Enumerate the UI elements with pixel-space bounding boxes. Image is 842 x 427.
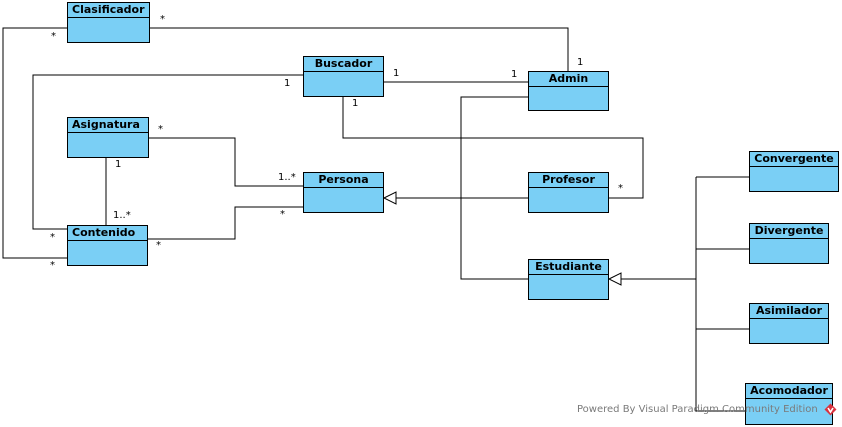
generalization-arrowhead-estudiante	[607, 272, 622, 286]
multiplicity-contenido-left-upper: *	[50, 232, 55, 243]
multiplicity-asignatura-right: *	[158, 124, 163, 135]
association-asignatura-persona	[148, 137, 303, 187]
multiplicity-buscador-right: 1	[393, 68, 400, 79]
multiplicity-admin-left: 1	[511, 69, 518, 80]
class-persona[interactable]: Persona	[303, 172, 384, 213]
class-asignatura-name: Asignatura	[68, 118, 148, 133]
multiplicity-contenido-left-lower: *	[50, 260, 55, 271]
class-admin[interactable]: Admin	[528, 71, 609, 111]
class-asimilador-name: Asimilador	[750, 304, 828, 319]
multiplicity-admin-top: 1	[577, 57, 584, 68]
visual-paradigm-watermark: Powered By Visual Paradigm Community Edi…	[577, 404, 818, 415]
class-persona-name: Persona	[304, 173, 383, 188]
multiplicity-buscador-bottom: 1	[352, 98, 359, 109]
multiplicity-persona-top: 1..*	[278, 172, 296, 183]
association-contenido-persona	[147, 206, 303, 240]
class-clasificador[interactable]: Clasificador	[67, 2, 150, 43]
class-divergente-name: Divergente	[750, 224, 828, 239]
class-contenido[interactable]: Contenido	[67, 225, 148, 266]
multiplicity-persona-bottom: *	[280, 209, 285, 220]
class-estudiante[interactable]: Estudiante	[528, 259, 609, 300]
association-clasificador-contenido	[2, 27, 67, 259]
class-asimilador[interactable]: Asimilador	[749, 303, 829, 344]
multiplicity-contenido-right: *	[156, 240, 161, 251]
class-admin-name: Admin	[529, 72, 608, 87]
multiplicity-clasificador-right: *	[160, 14, 165, 25]
association-clasificador-admin	[149, 27, 569, 71]
class-profesor-name: Profesor	[529, 173, 608, 188]
multiplicity-clasificador-left: *	[51, 31, 56, 42]
generalization-arrowhead-persona	[382, 191, 397, 205]
class-divergente[interactable]: Divergente	[749, 223, 829, 264]
class-profesor[interactable]: Profesor	[528, 172, 609, 213]
association-buscador-profesor	[342, 96, 644, 199]
class-acomodador[interactable]: Acomodador	[745, 383, 833, 425]
class-buscador[interactable]: Buscador	[303, 56, 384, 97]
multiplicity-buscador-left: 1	[284, 78, 291, 89]
multiplicity-profesor-right: *	[618, 183, 623, 194]
class-buscador-name: Buscador	[304, 57, 383, 72]
class-contenido-name: Contenido	[68, 226, 147, 241]
multiplicity-contenido-top: 1..*	[113, 210, 131, 221]
association-buscador-contenido	[32, 74, 303, 230]
class-clasificador-name: Clasificador	[68, 3, 149, 18]
class-asignatura[interactable]: Asignatura	[67, 117, 149, 158]
class-convergente-name: Convergente	[750, 152, 838, 167]
multiplicity-asignatura-bottom: 1	[115, 159, 122, 170]
class-convergente[interactable]: Convergente	[749, 151, 839, 192]
association-admin-estudiante	[460, 96, 528, 280]
class-estudiante-name: Estudiante	[529, 260, 608, 275]
class-acomodador-name: Acomodador	[746, 384, 832, 399]
visual-paradigm-logo-icon	[824, 403, 837, 416]
